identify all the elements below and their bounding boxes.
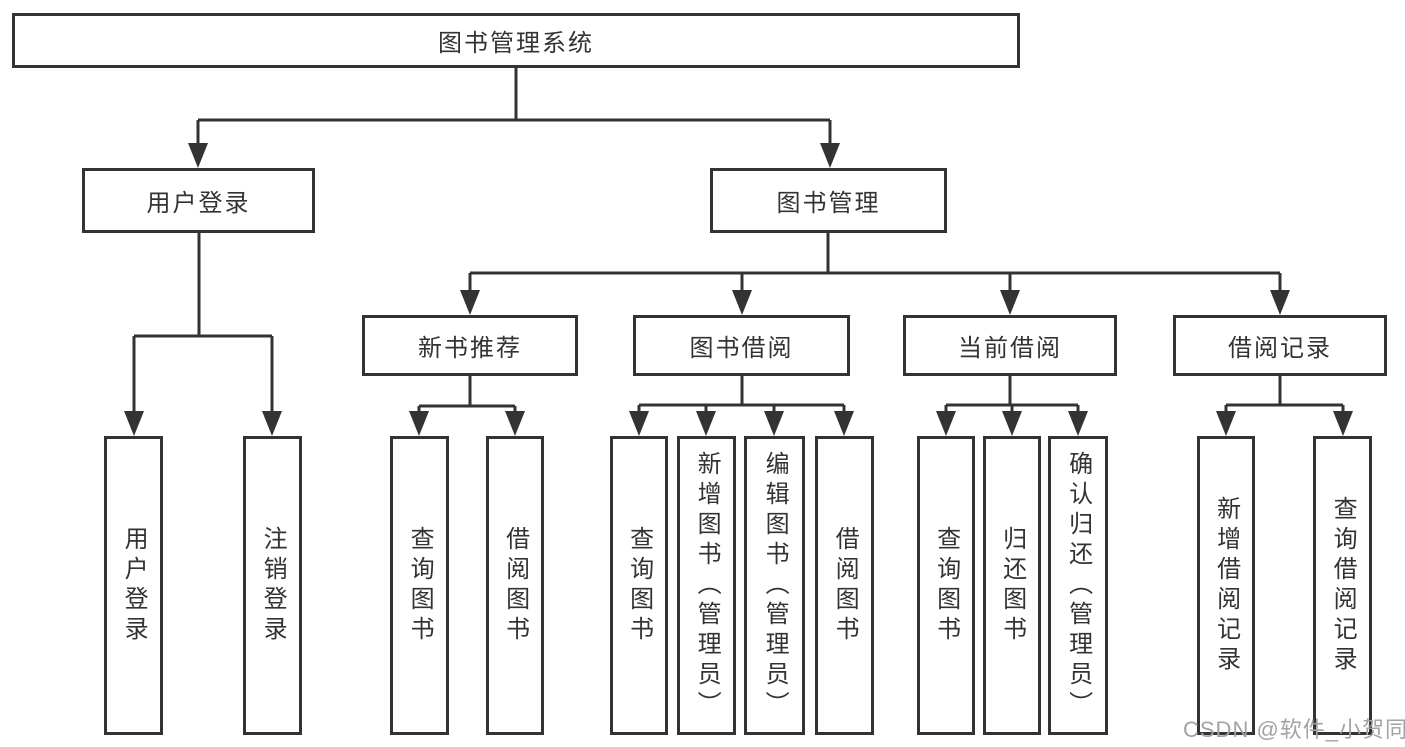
leaf-add-books-admin: 新增图书（管理员）	[677, 436, 736, 735]
leaf-label: 借阅图书	[831, 525, 859, 646]
leaf-query-books: 查询图书	[917, 436, 975, 735]
node-book-borrowing: 图书借阅	[633, 315, 850, 376]
leaf-borrow-books: 借阅图书	[815, 436, 874, 735]
leaf-label: 用户登录	[120, 525, 148, 646]
arrowheads	[124, 143, 1353, 436]
leaf-return-books: 归还图书	[983, 436, 1041, 735]
leaf-label: 新增借阅记录	[1212, 495, 1240, 676]
leaf-label: 编辑图书（管理员）	[761, 450, 789, 721]
leaf-label: 查询图书	[932, 525, 960, 646]
leaf-label: 借阅图书	[501, 525, 529, 646]
node-new-book-recommend: 新书推荐	[362, 315, 578, 376]
node-current-borrowing: 当前借阅	[903, 315, 1117, 376]
leaf-query-books: 查询图书	[610, 436, 668, 735]
leaf-label: 新增图书（管理员）	[693, 450, 721, 721]
leaf-user-login: 用户登录	[104, 436, 163, 735]
leaf-query-borrow-record: 查询借阅记录	[1313, 436, 1372, 735]
node-root-system: 图书管理系统	[12, 13, 1020, 68]
csdn-watermark: CSDN @软件_小贺同学	[1183, 717, 1405, 742]
leaf-borrow-books: 借阅图书	[486, 436, 544, 735]
node-book-management: 图书管理	[710, 168, 947, 233]
leaf-edit-books-admin: 编辑图书（管理员）	[744, 436, 805, 735]
leaf-label: 查询借阅记录	[1329, 495, 1357, 676]
node-user-login: 用户登录	[82, 168, 315, 233]
leaf-confirm-return-admin: 确认归还（管理员）	[1048, 436, 1108, 735]
leaf-label: 注销登录	[259, 525, 287, 646]
leaf-label: 归还图书	[998, 525, 1026, 646]
leaf-label: 确认归还（管理员）	[1064, 450, 1092, 721]
leaf-label: 查询图书	[625, 525, 653, 646]
leaf-add-borrow-record: 新增借阅记录	[1197, 436, 1255, 735]
node-borrowing-records: 借阅记录	[1173, 315, 1387, 376]
leaf-label: 查询图书	[406, 525, 434, 646]
leaf-query-books: 查询图书	[390, 436, 449, 735]
leaf-logout: 注销登录	[243, 436, 302, 735]
